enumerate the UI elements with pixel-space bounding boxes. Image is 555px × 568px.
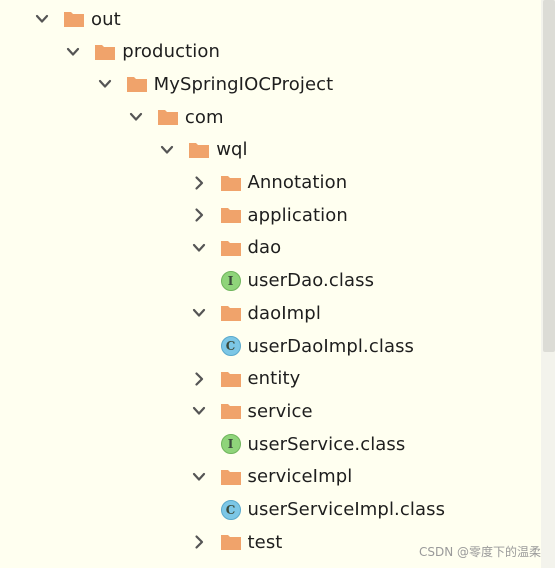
chevron-down-icon[interactable] — [190, 304, 208, 322]
tree-folder-row[interactable]: com — [127, 102, 224, 132]
tree-item-label: dao — [247, 237, 282, 259]
tree-folder-row[interactable]: production — [64, 37, 220, 67]
tree-folder-row[interactable]: MySpringIOCProject — [96, 69, 334, 99]
tree-folder-row[interactable]: entity — [190, 364, 301, 394]
folder-icon — [220, 240, 241, 256]
tree-folder-row[interactable]: Annotation — [190, 168, 348, 198]
tree-folder-row[interactable]: application — [190, 200, 348, 230]
chevron-right-icon[interactable] — [190, 533, 208, 551]
tree-folder-row[interactable]: out — [33, 4, 121, 34]
interface-file-icon: I — [220, 270, 241, 291]
folder-icon — [220, 305, 241, 322]
tree-folder-row[interactable]: test — [190, 527, 283, 557]
chevron-down-icon[interactable] — [158, 141, 176, 159]
chevron-down-icon[interactable] — [190, 468, 208, 486]
folder-icon — [220, 403, 241, 420]
chevron-down-icon[interactable] — [33, 10, 51, 28]
folder-icon — [220, 534, 241, 551]
scrollbar-thumb[interactable] — [543, 0, 555, 352]
tree-item-label: out — [91, 8, 121, 30]
folder-icon — [126, 76, 147, 93]
tree-folder-row[interactable]: wql — [158, 135, 248, 165]
tree-item-label: test — [247, 531, 283, 553]
tree-item-label: userDao.class — [247, 270, 375, 292]
tree-item-label: application — [247, 204, 348, 226]
watermark: CSDN @零度下的温柔 — [418, 545, 541, 559]
tree-item-label: Annotation — [247, 172, 348, 193]
folder-icon — [189, 142, 210, 158]
chevron-right-icon[interactable] — [190, 370, 208, 388]
tree-item-label: userService.class — [247, 433, 406, 455]
vertical-scrollbar[interactable] — [541, 0, 555, 568]
tree-item-label: production — [122, 41, 220, 63]
tree-item-label: userDaoImpl.class — [247, 335, 415, 357]
chevron-right-icon[interactable] — [190, 206, 208, 224]
folder-icon — [220, 469, 241, 485]
chevron-down-icon[interactable] — [64, 43, 82, 61]
tree-folder-row[interactable]: service — [190, 396, 313, 426]
folder-icon — [220, 207, 241, 224]
folder-icon — [64, 11, 84, 27]
tree-item-label: entity — [247, 368, 301, 390]
folder-icon — [95, 44, 116, 60]
folder-icon — [220, 175, 241, 191]
chevron-down-icon[interactable] — [96, 75, 114, 93]
tree-folder-row[interactable]: dao — [190, 233, 282, 263]
chevron-down-icon[interactable] — [190, 239, 208, 257]
tree-folder-row[interactable]: daoImpl — [190, 298, 321, 328]
class-file-icon: C — [220, 336, 241, 356]
tree-item-label: userServiceImpl.class — [247, 499, 446, 520]
tree-folder-row[interactable]: serviceImpl — [190, 462, 353, 492]
class-file-icon: C — [220, 499, 241, 520]
folder-icon — [220, 371, 241, 387]
tree-item-label: wql — [216, 139, 248, 161]
tree-item-label: com — [184, 106, 224, 128]
tree-item-label: MySpringIOCProject — [153, 73, 334, 95]
chevron-right-icon[interactable] — [190, 174, 208, 192]
chevron-down-icon[interactable] — [190, 402, 208, 420]
folder-icon — [157, 109, 178, 126]
tree-item-label: serviceImpl — [247, 466, 353, 488]
tree-item-label: service — [247, 400, 313, 422]
tree-item-label: daoImpl — [247, 302, 321, 324]
interface-file-icon: I — [220, 434, 241, 455]
chevron-down-icon[interactable] — [127, 108, 145, 126]
